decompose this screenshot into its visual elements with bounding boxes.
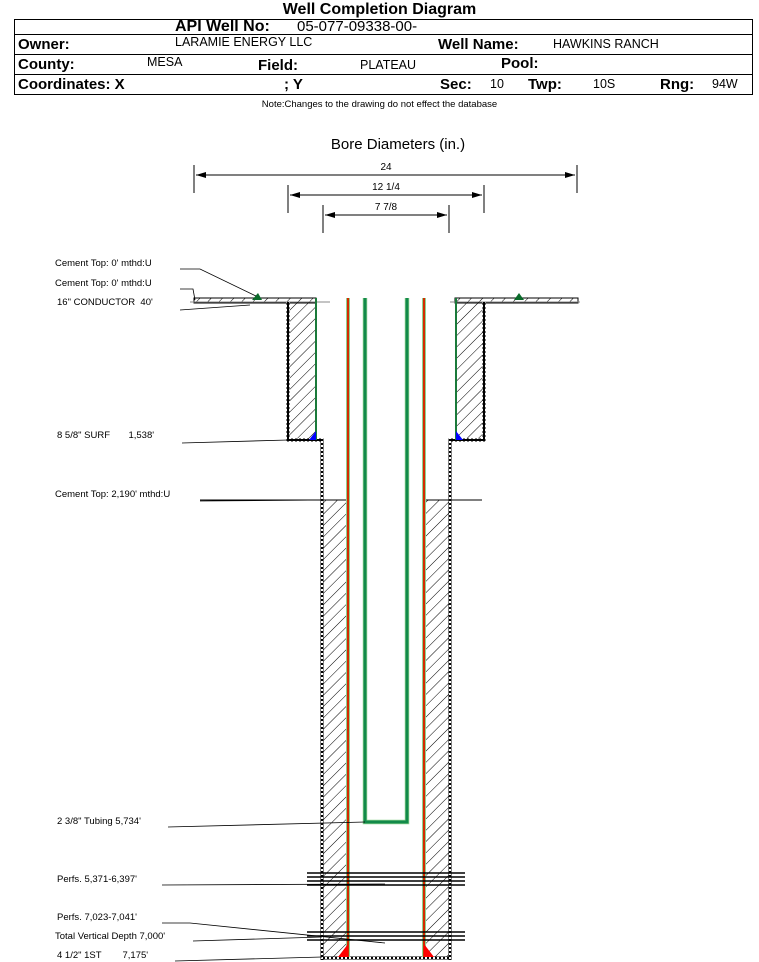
twp-label: Twp: — [528, 76, 562, 93]
owner-value: LARAMIE ENERGY LLC — [175, 35, 313, 49]
owner-row: Owner: LARAMIE ENERGY LLC Well Name: HAW… — [15, 35, 752, 55]
tubing-string — [362, 298, 410, 825]
bore-label-7-7-8: 7 7/8 — [375, 202, 398, 213]
coordinates-label: Coordinates: X — [18, 76, 125, 93]
surface-cement — [286, 298, 486, 960]
county-value: MESA — [147, 55, 183, 69]
surface-shoe-left-icon — [309, 431, 316, 440]
bore-label-12-1-4: 12 1/4 — [372, 182, 400, 193]
page-title: Well Completion Diagram — [282, 1, 477, 18]
bore-dimension-24: 24 — [193, 162, 578, 193]
tubing-label: 2 3/8" Tubing 5,734' — [57, 816, 141, 827]
bore-dimension-12-1-4: 12 1/4 — [287, 182, 485, 213]
perforations-1 — [307, 872, 465, 886]
county-row: County: MESA Field: PLATEAU Pool: — [15, 55, 752, 75]
api-row: API Well No: 05-077-09338-00- — [15, 18, 752, 35]
production-shoe-left-icon — [338, 944, 348, 957]
well-header-table: API Well No: 05-077-09338-00- Owner: LAR… — [14, 18, 753, 95]
cement-top-2-label: Cement Top: 0' mthd:U — [55, 278, 152, 289]
production-cement — [200, 499, 482, 957]
well-name-value: HAWKINS RANCH — [553, 37, 659, 51]
leader-lines — [161, 268, 386, 962]
well-name-label: Well Name: — [438, 36, 519, 53]
field-label: Field: — [258, 57, 298, 74]
rng-label: Rng: — [660, 76, 695, 93]
cement-top-marker-right-icon — [514, 293, 524, 300]
county-label: County: — [18, 56, 75, 73]
tvd-label: Total Vertical Depth 7,000' — [55, 931, 165, 942]
twp-value: 10S — [593, 77, 616, 91]
coordinates-y-label: ; Y — [284, 76, 303, 93]
production-casing-label: 4 1/2" 1ST 7,175' — [57, 950, 148, 961]
cement-top-marker-left-icon — [252, 293, 262, 300]
database-note: Note:Changes to the drawing do not effec… — [261, 99, 498, 110]
conductor-label: 16" CONDUCTOR 40' — [57, 297, 153, 308]
production-casing — [338, 298, 434, 957]
perfs-2-label: Perfs. 7,023-7,041' — [57, 912, 137, 923]
coordinates-row: Coordinates: X ; Y Sec: 10 Twp: 10S Rng:… — [15, 75, 752, 95]
perfs-1-label: Perfs. 5,371-6,397' — [57, 874, 137, 885]
production-shoe-right-icon — [424, 944, 434, 957]
perforations-2 — [307, 931, 465, 941]
rng-value: 94W — [712, 77, 738, 91]
bore-dimension-7-7-8: 7 7/8 — [322, 202, 450, 233]
api-label: API Well No: — [175, 18, 270, 35]
bore-diameters-title: Bore Diameters (in.) — [331, 136, 465, 153]
sec-value: 10 — [490, 77, 504, 91]
cement-top-3-label: Cement Top: 2,190' mthd:U — [55, 489, 170, 500]
surface-shoe-right-icon — [456, 431, 463, 440]
cement-top-1-label: Cement Top: 0' mthd:U — [55, 258, 152, 269]
field-value: PLATEAU — [360, 58, 417, 72]
owner-label: Owner: — [18, 36, 70, 53]
bore-label-24: 24 — [380, 162, 392, 173]
api-value: 05-077-09338-00- — [297, 18, 418, 35]
sec-label: Sec: — [440, 76, 472, 93]
surface-casing-label: 8 5/8" SURF 1,538' — [57, 430, 154, 441]
pool-label: Pool: — [501, 55, 539, 72]
